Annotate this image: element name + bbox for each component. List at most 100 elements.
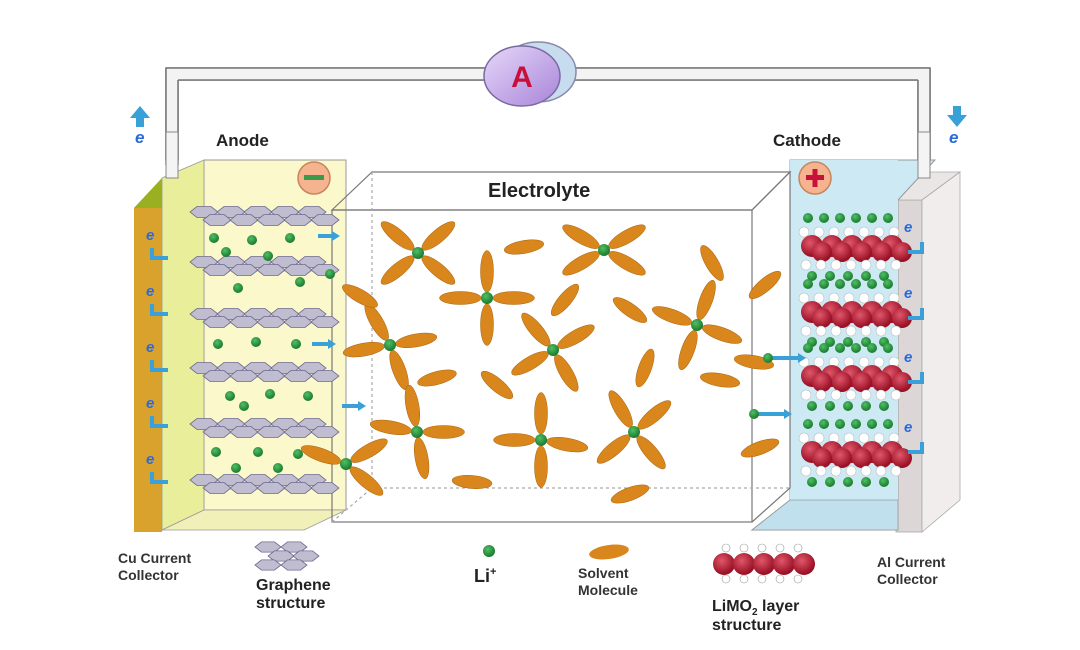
metal-atom — [860, 325, 872, 337]
solvated-li-ion — [691, 319, 703, 331]
graphene-hexagon — [256, 316, 286, 328]
li-ion — [867, 279, 877, 289]
electron-flow-arrow-icon — [908, 372, 924, 384]
li-ion — [851, 279, 861, 289]
metal-atom — [793, 574, 803, 584]
limo2-layers — [798, 213, 912, 487]
oxygen-atom — [872, 242, 892, 262]
metal-atom — [721, 574, 731, 584]
metal-atom — [830, 259, 842, 271]
metal-atom — [800, 389, 812, 401]
solvent-molecule — [700, 245, 724, 281]
graphene-hexagon — [229, 264, 259, 276]
legend-limo2-line1: LiMO2 layer — [712, 598, 799, 618]
oxygen-atom — [812, 242, 832, 262]
li-ion — [825, 401, 835, 411]
li-ion — [819, 213, 829, 223]
metal-atom — [858, 292, 870, 304]
li-ion — [291, 339, 301, 349]
solvent-molecule — [480, 370, 514, 400]
oxygen-atom — [872, 308, 892, 328]
solvated-li-ion — [547, 344, 559, 356]
metal-atom — [860, 465, 872, 477]
li-ion — [247, 235, 257, 245]
oxygen-atom — [812, 448, 832, 468]
oxygen-atom — [832, 448, 852, 468]
solvent-molecule — [610, 484, 650, 504]
solvent-molecule — [504, 239, 544, 255]
li-ion — [879, 401, 889, 411]
li-ion — [843, 271, 853, 281]
metal-atom — [800, 465, 812, 477]
electron-flow-arrow-icon — [908, 308, 924, 320]
graphene-hexagon — [256, 426, 286, 438]
oxygen-atom — [892, 308, 912, 328]
solvent-molecule — [480, 303, 494, 346]
oxygen-atom — [892, 448, 912, 468]
legend-li-text: Li — [474, 566, 490, 586]
graphene-hexagon — [202, 264, 232, 276]
li-ion — [835, 343, 845, 353]
cathode-label: Cathode — [773, 131, 841, 150]
metal-atom — [890, 325, 902, 337]
oxygen-atom — [852, 372, 872, 392]
solvent-molecule — [635, 348, 655, 388]
metal-atom — [815, 389, 827, 401]
graphene-hexagon — [256, 482, 286, 494]
ion-flow-arrows — [312, 231, 806, 419]
oxygen-atom — [852, 242, 872, 262]
li-ion — [263, 251, 273, 261]
electron-label-left: e — [135, 128, 145, 147]
solvent-molecule — [417, 369, 457, 387]
solvent-molecule — [493, 433, 536, 447]
graphene-hexagon — [292, 550, 320, 562]
metal-atom — [721, 543, 731, 553]
graphene-hexagon — [229, 370, 259, 382]
graphene-hexagon — [229, 426, 259, 438]
solvent-molecule — [439, 291, 482, 305]
electron-up-arrow-icon — [130, 106, 150, 127]
graphene-hexagon — [229, 214, 259, 226]
metal-atom — [873, 356, 885, 368]
li-ion — [867, 343, 877, 353]
li-ion — [763, 353, 773, 363]
li-ion — [883, 419, 893, 429]
solvated-li-ion — [340, 458, 352, 470]
metal-atom — [793, 543, 803, 553]
legend-limo2-suffix: layer — [757, 598, 800, 615]
graphene-hexagon — [310, 482, 340, 494]
legend-li-label: Li+ — [474, 566, 496, 587]
metal-atom — [860, 389, 872, 401]
solvent-molecule — [342, 284, 378, 308]
li-ion — [807, 271, 817, 281]
ion-flow-arrowhead-icon — [784, 409, 792, 419]
electron-flow-arrow-icon — [150, 248, 168, 260]
li-ion — [803, 279, 813, 289]
electron-flow-arrow-icon — [150, 416, 168, 428]
li-ion — [233, 283, 243, 293]
electron-flow-arrow-icon — [150, 472, 168, 484]
graphene-hexagon — [256, 264, 286, 276]
solvated-li-ion — [598, 244, 610, 256]
solvated-li-ion — [481, 292, 493, 304]
graphene-hexagon — [202, 482, 232, 494]
li-ion — [851, 343, 861, 353]
metal-atom — [875, 325, 887, 337]
legend-limo2-line2: structure — [712, 617, 782, 634]
electron-down-arrow-icon — [947, 106, 967, 127]
oxygen-atom — [773, 553, 795, 575]
li-ion — [825, 271, 835, 281]
oxygen-atom — [852, 308, 872, 328]
legend-solvent-line1: Solvent — [578, 565, 629, 581]
metal-atom — [815, 325, 827, 337]
solvent-molecule — [451, 475, 493, 489]
oxygen-atom — [872, 448, 892, 468]
metal-atom — [800, 259, 812, 271]
oxygen-atom — [892, 242, 912, 262]
li-ion — [213, 339, 223, 349]
oxygen-atom — [733, 553, 755, 575]
metal-atom — [875, 389, 887, 401]
graphene-hexagon — [202, 316, 232, 328]
graphene-hexagon — [283, 316, 313, 328]
